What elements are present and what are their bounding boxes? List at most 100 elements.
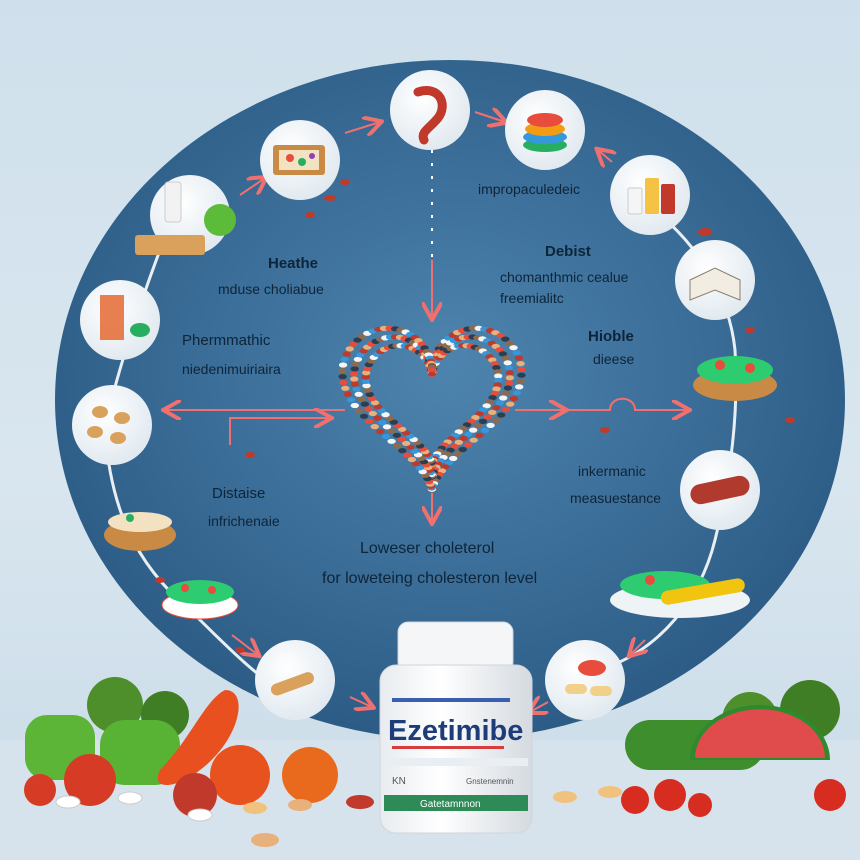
heart-pill [382, 424, 392, 430]
heart-pill [496, 333, 505, 339]
heart-pill [478, 418, 488, 424]
heart-pill [469, 427, 478, 433]
heart-pill [363, 387, 372, 393]
heart-pill [370, 424, 379, 430]
heart-pill [503, 385, 513, 391]
heart-pill [509, 395, 519, 402]
label-debist: Debist [545, 243, 591, 260]
ring-arrow-1 [239, 178, 265, 196]
heart-pill [365, 418, 374, 425]
heart-pill [469, 437, 478, 443]
heart-pill [488, 395, 497, 401]
node-pills [545, 640, 625, 720]
heart-pill [346, 397, 356, 403]
heart-pill [407, 456, 417, 463]
heart-pill [512, 390, 522, 396]
heart-pill [495, 347, 504, 353]
heart-pill [377, 408, 386, 414]
heart-pill [490, 390, 499, 396]
heart-pill [362, 383, 371, 389]
label-infrichenaie: infrichenaie [208, 513, 280, 529]
node-meat [680, 450, 760, 530]
heart-pill [361, 378, 370, 384]
heart-pill [512, 350, 521, 356]
heart-pill [459, 435, 468, 441]
heart-pill [343, 391, 352, 397]
heart-pill [454, 439, 463, 445]
heart-pill [357, 396, 366, 402]
heart-pill [499, 395, 508, 401]
heart-pill [381, 412, 390, 418]
heart-pill [354, 391, 363, 397]
heart-pill [471, 414, 480, 421]
heart-pill [353, 337, 362, 343]
heart-pill [363, 366, 372, 372]
node-bowl [104, 512, 176, 551]
heart-pill [365, 391, 374, 397]
bottle-strip-text: Gatetamnnon [420, 799, 481, 810]
heart-pill [355, 408, 364, 414]
heart-pill [338, 362, 348, 368]
heart-pill [475, 411, 484, 417]
heart-pill [359, 413, 369, 419]
heart-pill [397, 426, 407, 432]
node-stomach [390, 70, 470, 150]
heart-pill [446, 447, 455, 453]
heart-pill [517, 366, 526, 372]
heart-pill [361, 374, 370, 380]
heart-pill [444, 460, 454, 466]
heart-pill [350, 376, 359, 382]
heart-pill [516, 378, 525, 384]
heart-pill [501, 390, 511, 396]
node-food-tray [260, 120, 340, 200]
heart-pill [368, 410, 377, 417]
node-medicine-bottles [610, 155, 690, 235]
heart-pill [392, 443, 402, 449]
heart-pill [373, 404, 383, 410]
ring-arrow-8 [630, 640, 645, 655]
heart-pill [387, 438, 396, 444]
label-pherm: Phermmathic [182, 332, 271, 349]
node-book [675, 240, 755, 320]
heart-pill [373, 415, 382, 421]
label-improp: impropaculedeic [478, 181, 580, 197]
heart-pill [385, 415, 394, 421]
heart-pill [342, 351, 351, 357]
heart-pill [393, 423, 403, 429]
heart-pill [492, 405, 501, 411]
heart-pill [381, 433, 391, 440]
heart-pill [482, 403, 491, 409]
heart-pill [377, 419, 387, 426]
label-dieese: dieese [593, 351, 634, 367]
heart-pill [410, 448, 419, 454]
heart-pill [345, 346, 354, 352]
label-niedenium: niedenimuiriaira [182, 361, 281, 377]
heart-pill [367, 396, 377, 402]
heart-pill [483, 414, 492, 420]
heart-pill [464, 442, 473, 448]
heart-pill [517, 372, 526, 378]
node-stacked-discs [505, 90, 585, 170]
node-salad-right [693, 356, 777, 401]
heart-pill [501, 407, 511, 413]
label-mduse: mduse choliabue [218, 281, 324, 297]
heart-pill [362, 370, 371, 376]
heart-pill [506, 401, 515, 407]
heart-pill [473, 423, 483, 429]
label-chomm: chomanthmic cealue [500, 269, 629, 285]
heart-pill [339, 379, 348, 386]
heart-pill [350, 402, 359, 409]
heart-pill [349, 371, 359, 377]
vegetables-right [621, 680, 846, 817]
heart-pill [360, 401, 369, 407]
node-salad-bowl-left [161, 580, 239, 620]
heart-pill [488, 409, 497, 415]
heart-pill [340, 356, 349, 362]
floor-pills [55, 786, 622, 847]
heart-pill [364, 406, 373, 412]
heart-pill [398, 448, 407, 454]
heart-pill [356, 352, 365, 358]
heart-pill [403, 452, 412, 458]
heart-pill [411, 461, 421, 467]
heart-pill [349, 341, 358, 347]
